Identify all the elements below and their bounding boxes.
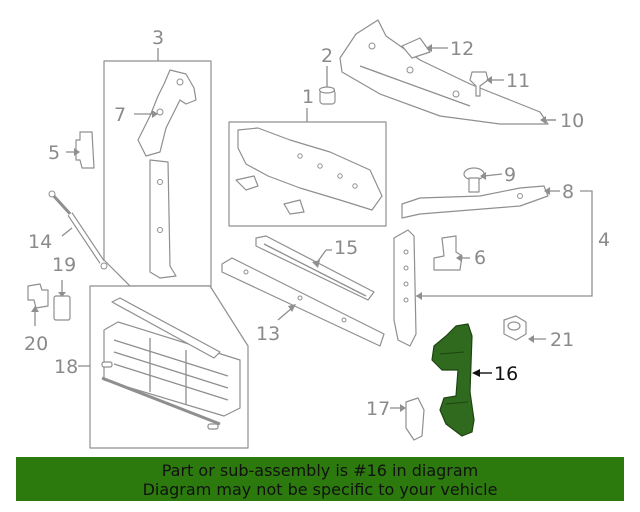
part-14-strut xyxy=(48,190,108,270)
part-19-sensor xyxy=(53,280,71,321)
part-11-clip xyxy=(469,71,504,97)
part-8-bracket xyxy=(401,185,560,219)
callout-9: 9 xyxy=(504,164,516,186)
part-1-bracket xyxy=(237,127,383,211)
part-5-bracket xyxy=(66,131,95,169)
part-6-bracket xyxy=(433,235,470,271)
part-4-leader xyxy=(416,190,593,300)
callout-10: 10 xyxy=(560,110,584,132)
part-7-bracket xyxy=(137,69,197,157)
callout-13: 13 xyxy=(256,323,280,345)
part-3-pillar xyxy=(149,159,177,279)
callout-8: 8 xyxy=(562,181,574,203)
callout-6: 6 xyxy=(474,247,486,269)
part-13-rail xyxy=(221,257,385,347)
part-15-rail xyxy=(255,235,375,301)
callout-14: 14 xyxy=(28,231,52,253)
callout-4: 4 xyxy=(598,229,610,251)
part-4-support xyxy=(393,229,417,347)
callout-18: 18 xyxy=(54,356,78,378)
banner-line-2: Diagram may not be specific to your vehi… xyxy=(142,480,498,499)
callout-labels: 1 2 3 4 5 6 7 8 9 10 11 12 13 14 15 16 1… xyxy=(24,27,610,420)
callout-7: 7 xyxy=(114,104,126,126)
part-10-cover xyxy=(339,19,556,125)
part-2-grommet xyxy=(318,66,336,105)
part-1-group xyxy=(228,108,387,227)
part-12-label xyxy=(401,37,448,59)
part-16-highlighted xyxy=(431,323,492,437)
callout-16: 16 xyxy=(494,363,518,385)
part-17-bracket xyxy=(390,397,425,441)
part-20-bracket xyxy=(27,283,49,326)
callout-17: 17 xyxy=(366,398,390,420)
callout-19: 19 xyxy=(52,254,76,276)
callout-15: 15 xyxy=(334,237,358,259)
callout-20: 20 xyxy=(24,333,48,355)
callout-1: 1 xyxy=(302,86,314,108)
part-9-bolt xyxy=(463,167,503,193)
part-info-banner: Part or sub-assembly is #16 in diagram D… xyxy=(16,457,624,501)
callout-12: 12 xyxy=(450,38,474,60)
banner-line-1: Part or sub-assembly is #16 in diagram xyxy=(161,461,479,480)
part-18-group xyxy=(78,285,249,449)
callout-5: 5 xyxy=(48,142,60,164)
part-21-sensor xyxy=(503,315,546,343)
callout-2: 2 xyxy=(321,45,333,67)
callout-21: 21 xyxy=(550,329,574,351)
callout-3: 3 xyxy=(152,27,164,49)
part-3-group xyxy=(103,48,212,287)
callout-11: 11 xyxy=(506,70,530,92)
